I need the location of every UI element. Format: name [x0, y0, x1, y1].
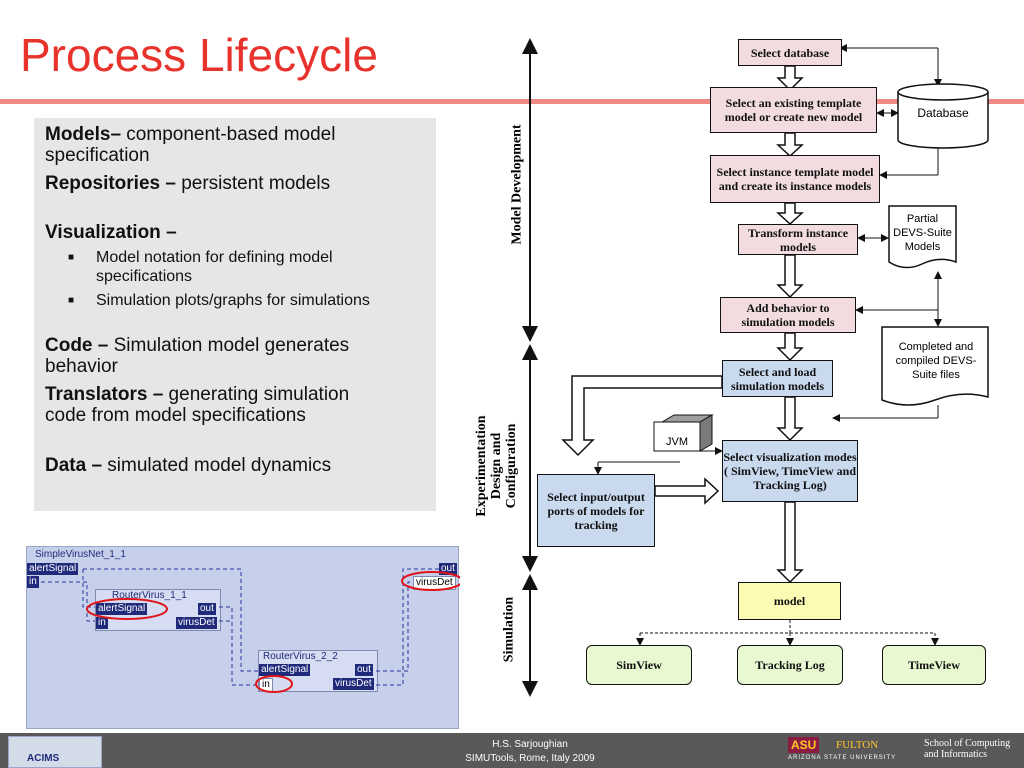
select-instance-box: Select instance template model and creat…: [710, 155, 880, 203]
model-box: model: [738, 582, 841, 620]
page-title: Process Lifecycle: [20, 29, 378, 81]
code-item: Code – Simulation model generates behavi…: [45, 335, 350, 377]
router-virus-1: RouterVirus_1_1 alertSignal in out virus…: [95, 589, 221, 631]
in-port: in: [27, 576, 39, 588]
tracking-log-box: Tracking Log: [737, 645, 843, 685]
select-template-box: Select an existing template model or cre…: [710, 87, 877, 133]
select-load-box: Select and load simulation models: [722, 360, 833, 397]
timeview-box: TimeView: [882, 645, 986, 685]
simview-box: SimView: [586, 645, 692, 685]
alert-signal-port: alertSignal: [27, 563, 79, 575]
visualization-item: Visualization –: [45, 222, 177, 243]
data-item: Data – simulated model dynamics: [45, 455, 332, 476]
repositories-item: Repositories – persistent models: [45, 173, 331, 194]
school-logo: School of Computing and Informatics: [924, 738, 1011, 760]
footer-bar: [0, 733, 1024, 768]
translators-item: Translators – generating simulation code…: [45, 384, 350, 426]
transform-box: Transform instance models: [738, 224, 858, 255]
panel-title: SimpleVirusNet_1_1: [35, 549, 126, 560]
phase-model-development: Model Development: [509, 124, 525, 245]
phase-simulation: Simulation: [501, 596, 517, 663]
router-virus-2: RouterVirus_2_2 alertSignal in out virus…: [258, 650, 378, 692]
panel-connections: [41, 568, 460, 693]
select-visualization-box: Select visualization modes ( SimView, Ti…: [722, 440, 858, 502]
database-label: Database: [917, 106, 969, 120]
completed-files-doc: Completed and compiled DEVS-Suite files: [895, 341, 977, 381]
models-item: Models– component-based model specificat…: [45, 124, 336, 166]
title-divider: [0, 99, 1024, 104]
acims-logo: ACIMS: [8, 736, 102, 768]
simple-virus-net-panel: SimpleVirusNet_1_1 alertSignal in out vi…: [26, 546, 460, 729]
partial-models-doc: Partial DEVS-Suite Models: [893, 213, 952, 253]
visualization-bullet: ■Simulation plots/graphs for simulations: [68, 292, 370, 309]
select-ports-box: Select input/output ports of models for …: [537, 474, 655, 547]
add-behavior-box: Add behavior to simulation models: [720, 297, 856, 333]
asu-fulton-logo: ASU FULTON ARIZONA STATE UNIVERSITY: [788, 737, 897, 761]
concepts-panel: Models– component-based model specificat…: [34, 118, 436, 511]
jvm-label: JVM: [666, 436, 688, 448]
visualization-bullet: ■Model notation for defining model speci…: [68, 249, 333, 285]
select-database-box: Select database: [738, 39, 842, 66]
